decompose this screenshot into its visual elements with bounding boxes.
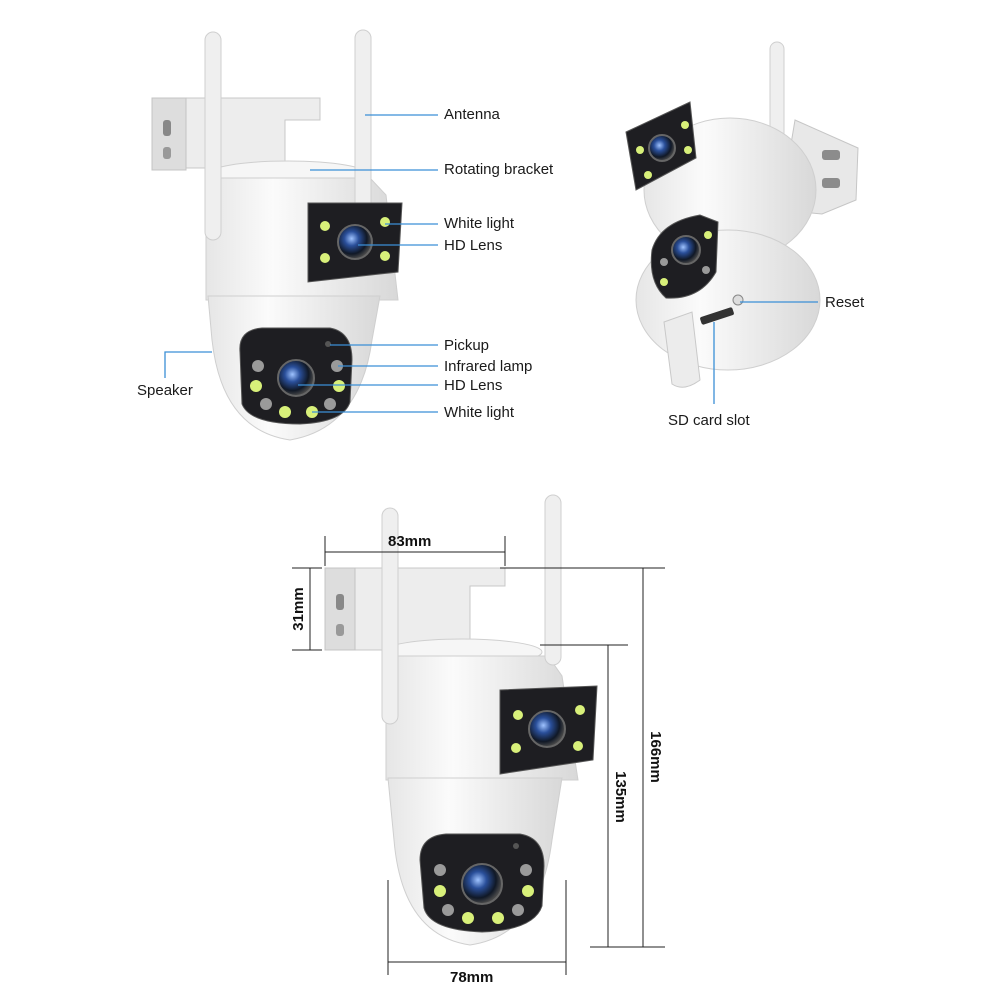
ir-led (434, 864, 446, 876)
ir-led (512, 904, 524, 916)
white-led (320, 253, 330, 263)
dim-antenna-right (544, 494, 562, 666)
white-led (462, 912, 474, 924)
dim-label-total-height: 166mm (647, 731, 664, 783)
white-led (333, 380, 345, 392)
white-led (279, 406, 291, 418)
front-view-camera (151, 29, 403, 441)
label-hd-lens-bottom: HD Lens (444, 377, 503, 394)
reset-button (732, 294, 744, 306)
label-antenna: Antenna (444, 106, 500, 123)
bracket-slot (336, 594, 344, 610)
white-led (513, 710, 523, 720)
ir-led (660, 258, 668, 266)
label-rotating-bracket: Rotating bracket (444, 161, 554, 178)
ir-led (442, 904, 454, 916)
pickup-mic (325, 341, 331, 347)
white-led (522, 885, 534, 897)
label-sd-card-slot: SD card slot (668, 412, 750, 429)
white-led (660, 278, 668, 286)
ir-led (520, 864, 532, 876)
side-bracket-slot (822, 178, 840, 188)
pickup-mic (513, 843, 519, 849)
white-led (380, 217, 390, 227)
ir-led (331, 360, 343, 372)
label-white-light-bottom: White light (444, 404, 515, 421)
label-reset: Reset (825, 294, 865, 311)
label-hd-lens-top: HD Lens (444, 237, 503, 254)
side-bottom-lens (671, 235, 701, 265)
ir-led (260, 398, 272, 410)
dim-label-width-top: 83mm (388, 533, 432, 550)
sd-card-cover (663, 311, 701, 388)
bracket-slot (163, 147, 171, 159)
side-view-camera (625, 41, 859, 388)
front-view-callouts (164, 114, 438, 413)
bottom-lens (277, 359, 315, 397)
white-led (575, 705, 585, 715)
label-white-light-top: White light (444, 215, 515, 232)
white-led (681, 121, 689, 129)
side-top-lens (648, 134, 676, 162)
dim-label-body-height: 135mm (612, 771, 629, 823)
dim-label-bracket-height: 31mm (290, 587, 307, 631)
white-led (704, 231, 712, 239)
label-infrared-lamp: Infrared lamp (444, 358, 533, 375)
side-bracket-slot (822, 150, 840, 160)
white-led (380, 251, 390, 261)
antenna-left (204, 31, 222, 241)
label-pickup: Pickup (444, 337, 490, 354)
white-led (320, 221, 330, 231)
white-led (636, 146, 644, 154)
callout-speaker (164, 351, 212, 378)
bracket-slot (163, 120, 171, 136)
side-view-callouts (713, 301, 818, 404)
white-led (684, 146, 692, 154)
dimension-lines (292, 536, 665, 975)
label-speaker: Speaker (137, 382, 193, 399)
white-led (573, 741, 583, 751)
ir-led (252, 360, 264, 372)
white-led (644, 171, 652, 179)
dim-antenna-left (381, 507, 399, 725)
bracket-slot (336, 624, 344, 636)
white-led (511, 743, 521, 753)
dim-label-body-width: 78mm (450, 969, 494, 986)
white-led (434, 885, 446, 897)
dimension-view-camera (324, 494, 598, 946)
top-lens (337, 224, 373, 260)
white-led (250, 380, 262, 392)
dim-bottom-lens (461, 863, 503, 905)
ir-led (324, 398, 336, 410)
white-led (492, 912, 504, 924)
ir-led (702, 266, 710, 274)
sd-card-slot (700, 307, 734, 325)
antenna-right (354, 29, 372, 211)
dim-top-lens (528, 710, 566, 748)
